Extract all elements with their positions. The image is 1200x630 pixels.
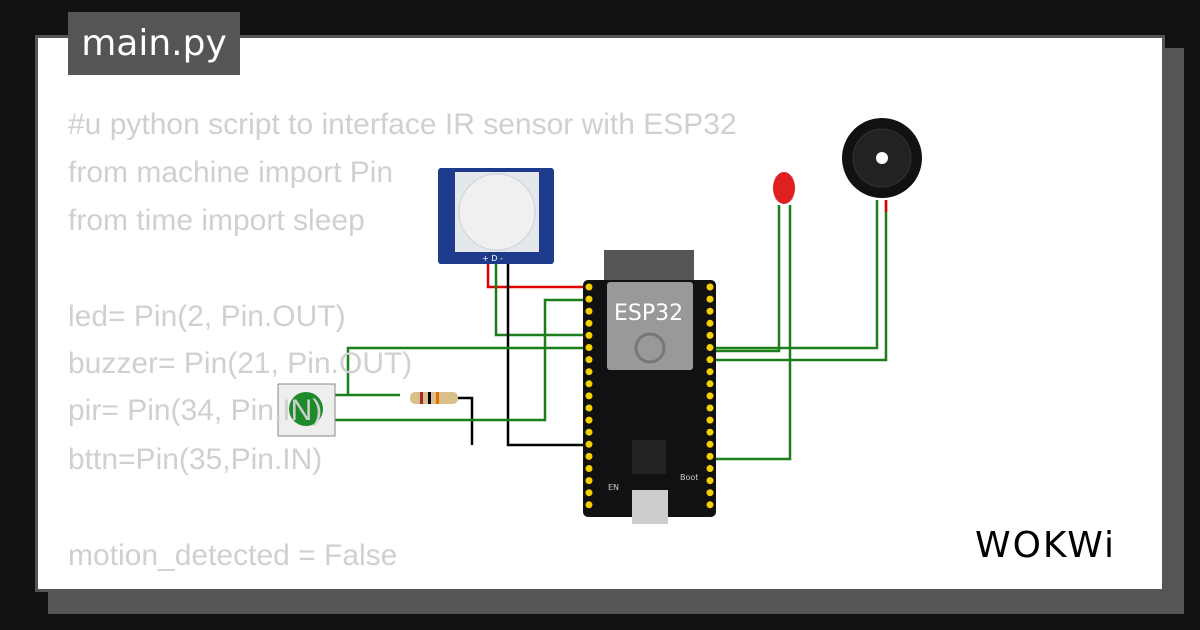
led-red (773, 172, 795, 204)
header-pin[interactable] (706, 392, 714, 400)
wire-led (710, 205, 781, 353)
header-pin[interactable] (706, 465, 714, 472)
pushbutton[interactable] (277, 383, 336, 437)
header-pin[interactable] (585, 344, 593, 351)
header-pin[interactable] (585, 489, 593, 497)
header-pin[interactable] (706, 428, 714, 436)
header-pin[interactable] (585, 368, 593, 376)
header-pins (585, 283, 714, 509)
wire-buzzer-gnd (710, 200, 888, 362)
wire-pir-data (494, 262, 586, 337)
file-tab[interactable]: main.py (68, 12, 240, 75)
header-pin[interactable] (706, 489, 714, 497)
header-pin[interactable] (706, 331, 714, 339)
header-pin[interactable] (585, 392, 593, 400)
resistor (410, 392, 458, 404)
header-pin[interactable] (706, 404, 714, 412)
buzzer (842, 118, 922, 198)
header-pin[interactable] (585, 295, 593, 303)
wires (335, 200, 888, 461)
usb-port (632, 490, 668, 524)
wokwi-logo: WOKWi (975, 525, 1117, 566)
header-pin[interactable] (585, 477, 593, 485)
wire-led-gnd (710, 205, 792, 461)
pir-pin-labels: + D - (482, 254, 503, 263)
wire-button-35 (346, 346, 586, 395)
header-pin[interactable] (706, 319, 714, 327)
header-pin[interactable] (585, 331, 593, 339)
header-pin[interactable] (585, 319, 593, 327)
header-pin[interactable] (706, 356, 714, 364)
header-pin[interactable] (585, 452, 593, 460)
en-label: EN (608, 483, 619, 492)
header-pin[interactable] (706, 283, 714, 291)
header-pin[interactable] (706, 416, 714, 424)
wire-buzzer (710, 200, 879, 350)
header-pin[interactable] (585, 380, 593, 388)
header-pin[interactable] (706, 380, 714, 388)
header-pin[interactable] (706, 368, 714, 376)
pir-sensor[interactable]: + D - (438, 168, 554, 264)
esp32-board[interactable]: ESP32 Boot EN (583, 250, 716, 524)
header-pin[interactable] (706, 344, 714, 351)
header-pin[interactable] (585, 356, 593, 364)
header-pin[interactable] (706, 452, 714, 460)
header-pin[interactable] (585, 440, 593, 448)
header-pin[interactable] (585, 428, 593, 436)
header-pin[interactable] (585, 404, 593, 412)
header-pin[interactable] (706, 307, 714, 315)
header-pin[interactable] (585, 465, 593, 472)
board-label: ESP32 (614, 301, 683, 326)
wire-button-3v3 (335, 298, 586, 422)
header-pin[interactable] (706, 440, 714, 448)
header-pin[interactable] (706, 501, 714, 509)
header-pin[interactable] (585, 416, 593, 424)
header-pin[interactable] (585, 283, 593, 291)
header-pin[interactable] (585, 501, 593, 509)
header-pin[interactable] (706, 295, 714, 303)
wire-pir-gnd (506, 262, 586, 447)
wire-resistor-gnd (458, 396, 474, 445)
wire-pir-vcc (486, 262, 586, 289)
boot-label: Boot (680, 473, 698, 482)
header-pin[interactable] (706, 477, 714, 485)
header-pin[interactable] (585, 307, 593, 315)
